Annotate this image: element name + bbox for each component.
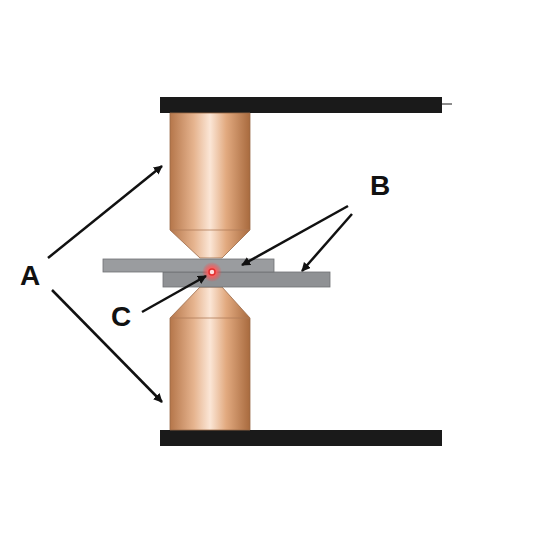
callout-letter: C [111, 303, 131, 331]
callout-letter: A [20, 262, 40, 290]
callout-letter: B [370, 172, 390, 200]
weld-nugget [202, 262, 222, 282]
upper-electrode [170, 113, 250, 258]
arm-tick [442, 104, 452, 105]
upper-arm [160, 97, 442, 113]
lower-arm [160, 430, 442, 446]
lower-electrode [170, 287, 250, 430]
leader-lines [48, 166, 352, 402]
